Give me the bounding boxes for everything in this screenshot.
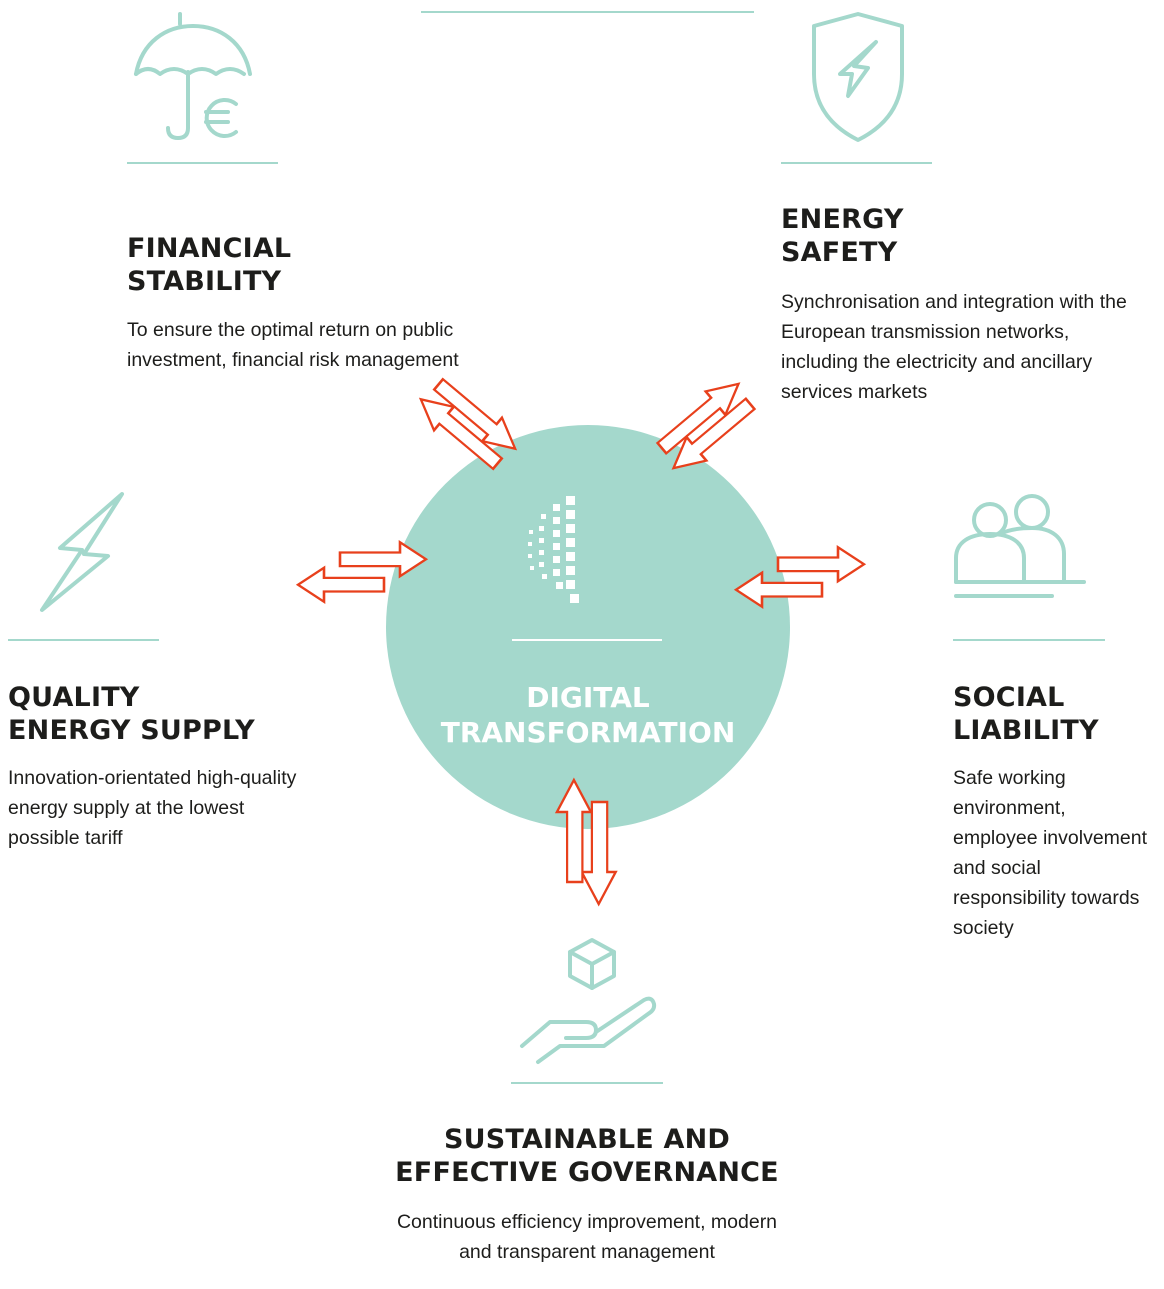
hand-cube-icon (520, 938, 657, 1064)
safety-description: Synchronisation and integration with the… (781, 291, 1127, 403)
governance-description: Continuous efficiency improvement, moder… (396, 1211, 778, 1263)
digital-transformation-circle (386, 425, 790, 829)
quality-title: QUALITY ENERGY SUPPLY (8, 682, 255, 746)
financial-title: FINANCIAL STABILITY (127, 233, 292, 297)
top-divider (421, 11, 754, 13)
shield-lightning-icon (812, 12, 904, 142)
quality-divider (8, 639, 159, 641)
financial-arrow-pair (418, 377, 518, 471)
umbrella-euro-icon (134, 12, 252, 140)
financial-description: To ensure the optimal return on public i… (127, 319, 459, 371)
people-icon (954, 494, 1086, 598)
hub-title: DIGITAL TRANSFORMATION (440, 681, 736, 749)
safety-divider (781, 162, 932, 164)
lightning-bolt-icon (40, 492, 124, 612)
digital-gear-icon (528, 494, 632, 603)
hub-divider (512, 639, 662, 641)
social-description: Safe working environment, employee invol… (953, 767, 1148, 939)
quality-description: Innovation-orientated high-quality energ… (8, 767, 297, 849)
financial-divider (127, 162, 278, 164)
social-title: SOCIAL LIABILITY (953, 682, 1099, 746)
governance-divider (511, 1082, 663, 1084)
social-divider (953, 639, 1105, 641)
safety-title: ENERGY SAFETY (781, 204, 904, 268)
governance-title: SUSTAINABLE AND EFFECTIVE GOVERNANCE (395, 1124, 779, 1188)
